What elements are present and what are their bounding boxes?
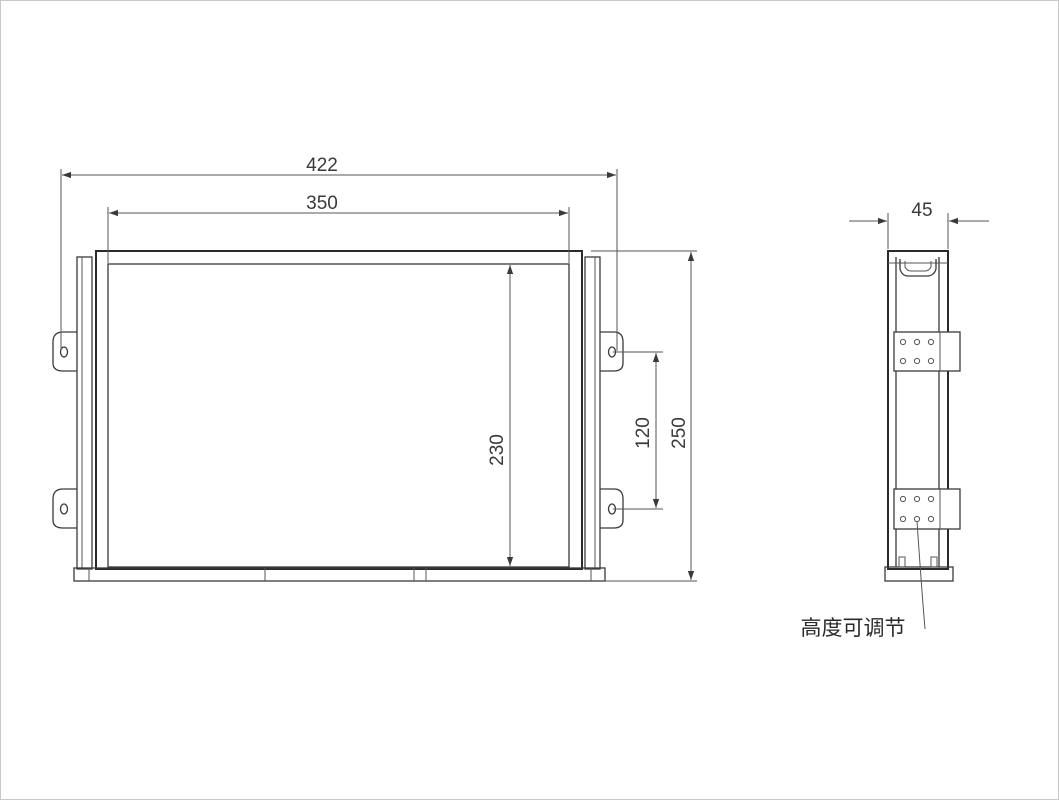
dimension-label-mount-spacing: 120 bbox=[633, 417, 654, 449]
side-base bbox=[884, 566, 954, 582]
dimension-overall-height: 250 bbox=[591, 250, 697, 582]
leader-line bbox=[916, 520, 926, 630]
right-side-rail bbox=[584, 256, 601, 570]
lower-bracket bbox=[893, 488, 961, 530]
upper-bracket bbox=[893, 331, 961, 372]
dimension-overall-width: 422 bbox=[60, 155, 618, 351]
inner-opening bbox=[107, 263, 570, 568]
dimension-label-overall-height: 250 bbox=[669, 417, 690, 449]
dimension-inner-width: 350 bbox=[107, 193, 570, 263]
outer-frame bbox=[95, 250, 583, 570]
dimension-inner-height: 230 bbox=[487, 265, 514, 566]
side-view: 45 高度可调节 bbox=[801, 200, 989, 640]
left-mount-ear-bottom bbox=[52, 488, 77, 529]
dimension-label-depth: 45 bbox=[911, 200, 932, 221]
base-plate bbox=[73, 567, 606, 582]
side-frame-body bbox=[887, 250, 949, 570]
dimension-label-overall-width: 422 bbox=[306, 155, 338, 176]
dimension-label-inner-width: 350 bbox=[306, 193, 338, 214]
left-side-rail bbox=[76, 256, 93, 570]
height-adjustable-note: 高度可调节 bbox=[801, 616, 906, 640]
dimension-mount-spacing: 120 bbox=[613, 351, 663, 510]
top-clip bbox=[899, 259, 937, 277]
left-mount-ear-top bbox=[52, 331, 77, 372]
front-view: 422 350 230 120 250 bbox=[52, 155, 697, 582]
dimension-label-inner-height: 230 bbox=[487, 434, 508, 466]
dimension-depth: 45 bbox=[849, 200, 989, 249]
